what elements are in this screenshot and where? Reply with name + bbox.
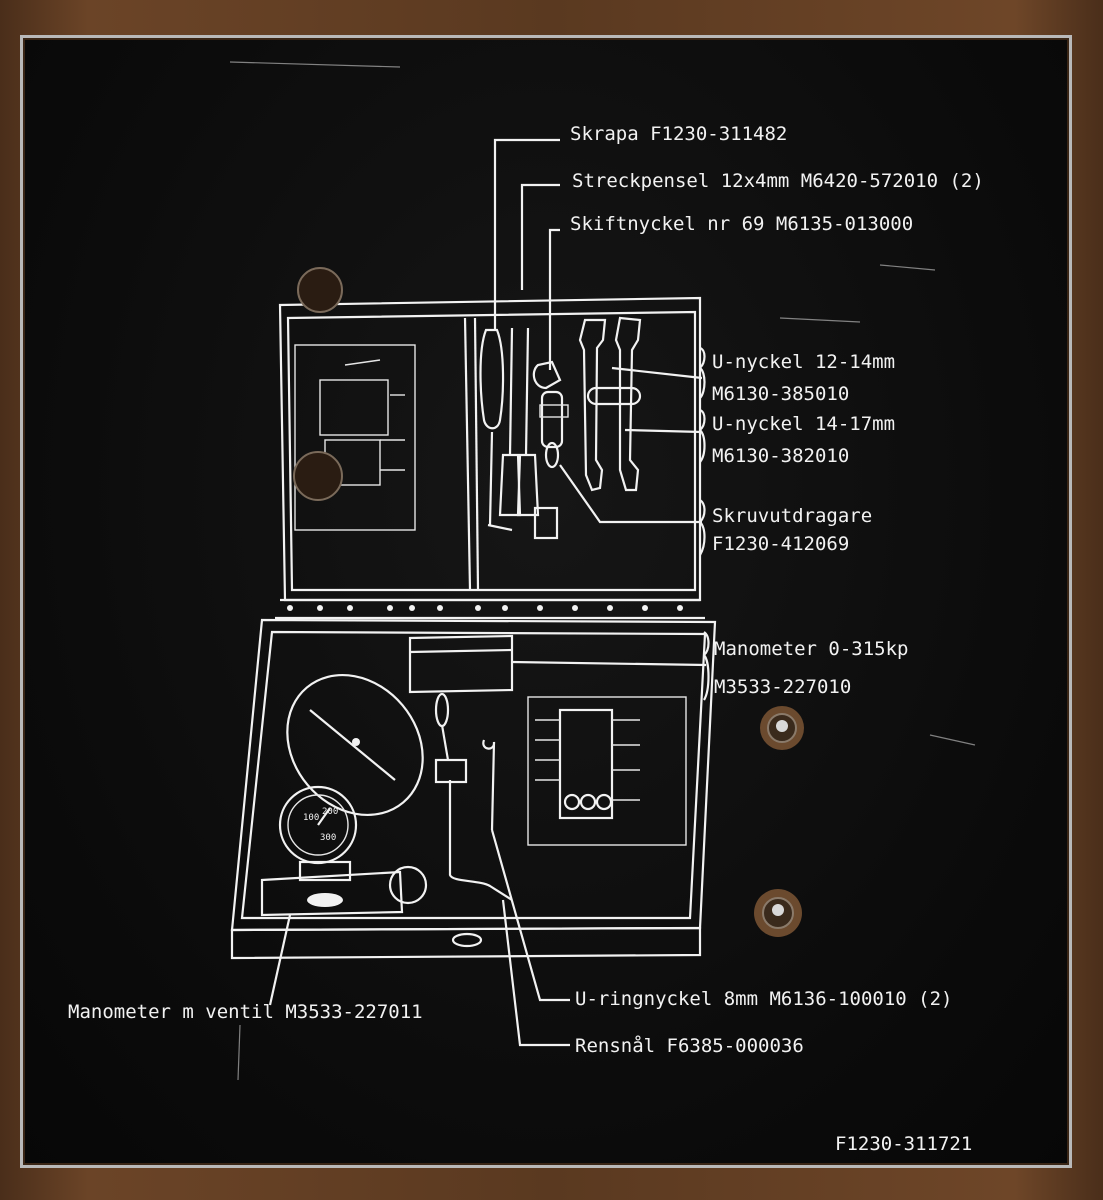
tool-open-wrenches-drawing: [578, 316, 642, 492]
callout-skiftnyckel: Skiftnyckel nr 69 M6135-013000: [570, 213, 913, 235]
callout-manometer-code: M3533-227010: [714, 676, 851, 698]
plate-code: F1230-311721: [835, 1133, 972, 1155]
callout-manometer-ventil: Manometer m ventil M3533-227011: [68, 1001, 423, 1023]
small-tools-drawing: [434, 692, 513, 948]
manometer-gauge-drawing: 100 200 300: [260, 785, 428, 917]
callout-unyckel-12-14: U-nyckel 12-14mm: [712, 351, 895, 373]
lid-box-drawing: [408, 634, 514, 694]
callout-skruvutdragare-code: F1230-412069: [712, 533, 849, 555]
mounting-bolt-upper: [760, 706, 804, 750]
callout-streckpensel: Streckpensel 12x4mm M6420-572010 (2): [572, 170, 984, 192]
plate-hole-top: [297, 267, 343, 313]
callout-skrapa: Skrapa F1230-311482: [570, 123, 787, 145]
instruction-plate: [20, 35, 1072, 1168]
callout-uringnyckel: U-ringnyckel 8mm M6136-100010 (2): [575, 988, 953, 1010]
instruction-card-drawing: [527, 696, 687, 846]
tool-adjustable-wrench-drawing: [532, 360, 569, 469]
callout-unyckel-14-17-code: M6130-382010: [712, 445, 849, 467]
gauge-mark-100: 100: [303, 813, 319, 823]
callout-skruvutdragare: Skruvutdragare: [712, 505, 872, 527]
tool-brushes-drawing: [498, 327, 559, 540]
lid-document: [294, 344, 416, 531]
round-cover-drawing: [286, 673, 424, 817]
surface-scratches: [229, 61, 976, 1081]
case-hinge: [275, 598, 705, 620]
callout-unyckel-12-14-code: M6130-385010: [712, 383, 849, 405]
callout-unyckel-14-17: U-nyckel 14-17mm: [712, 413, 895, 435]
callout-manometer: Manometer 0-315kp: [714, 638, 908, 660]
plate-hole-left: [293, 451, 343, 501]
gauge-mark-200: 200: [322, 807, 338, 817]
mounting-bolt-lower: [754, 889, 802, 937]
case-body: [230, 618, 717, 960]
leader-lines: [268, 138, 710, 1047]
tool-scraper-drawing: [479, 328, 513, 532]
callout-rensnal: Rensnål F6385-000036: [575, 1034, 804, 1057]
gauge-mark-300: 300: [320, 833, 336, 843]
